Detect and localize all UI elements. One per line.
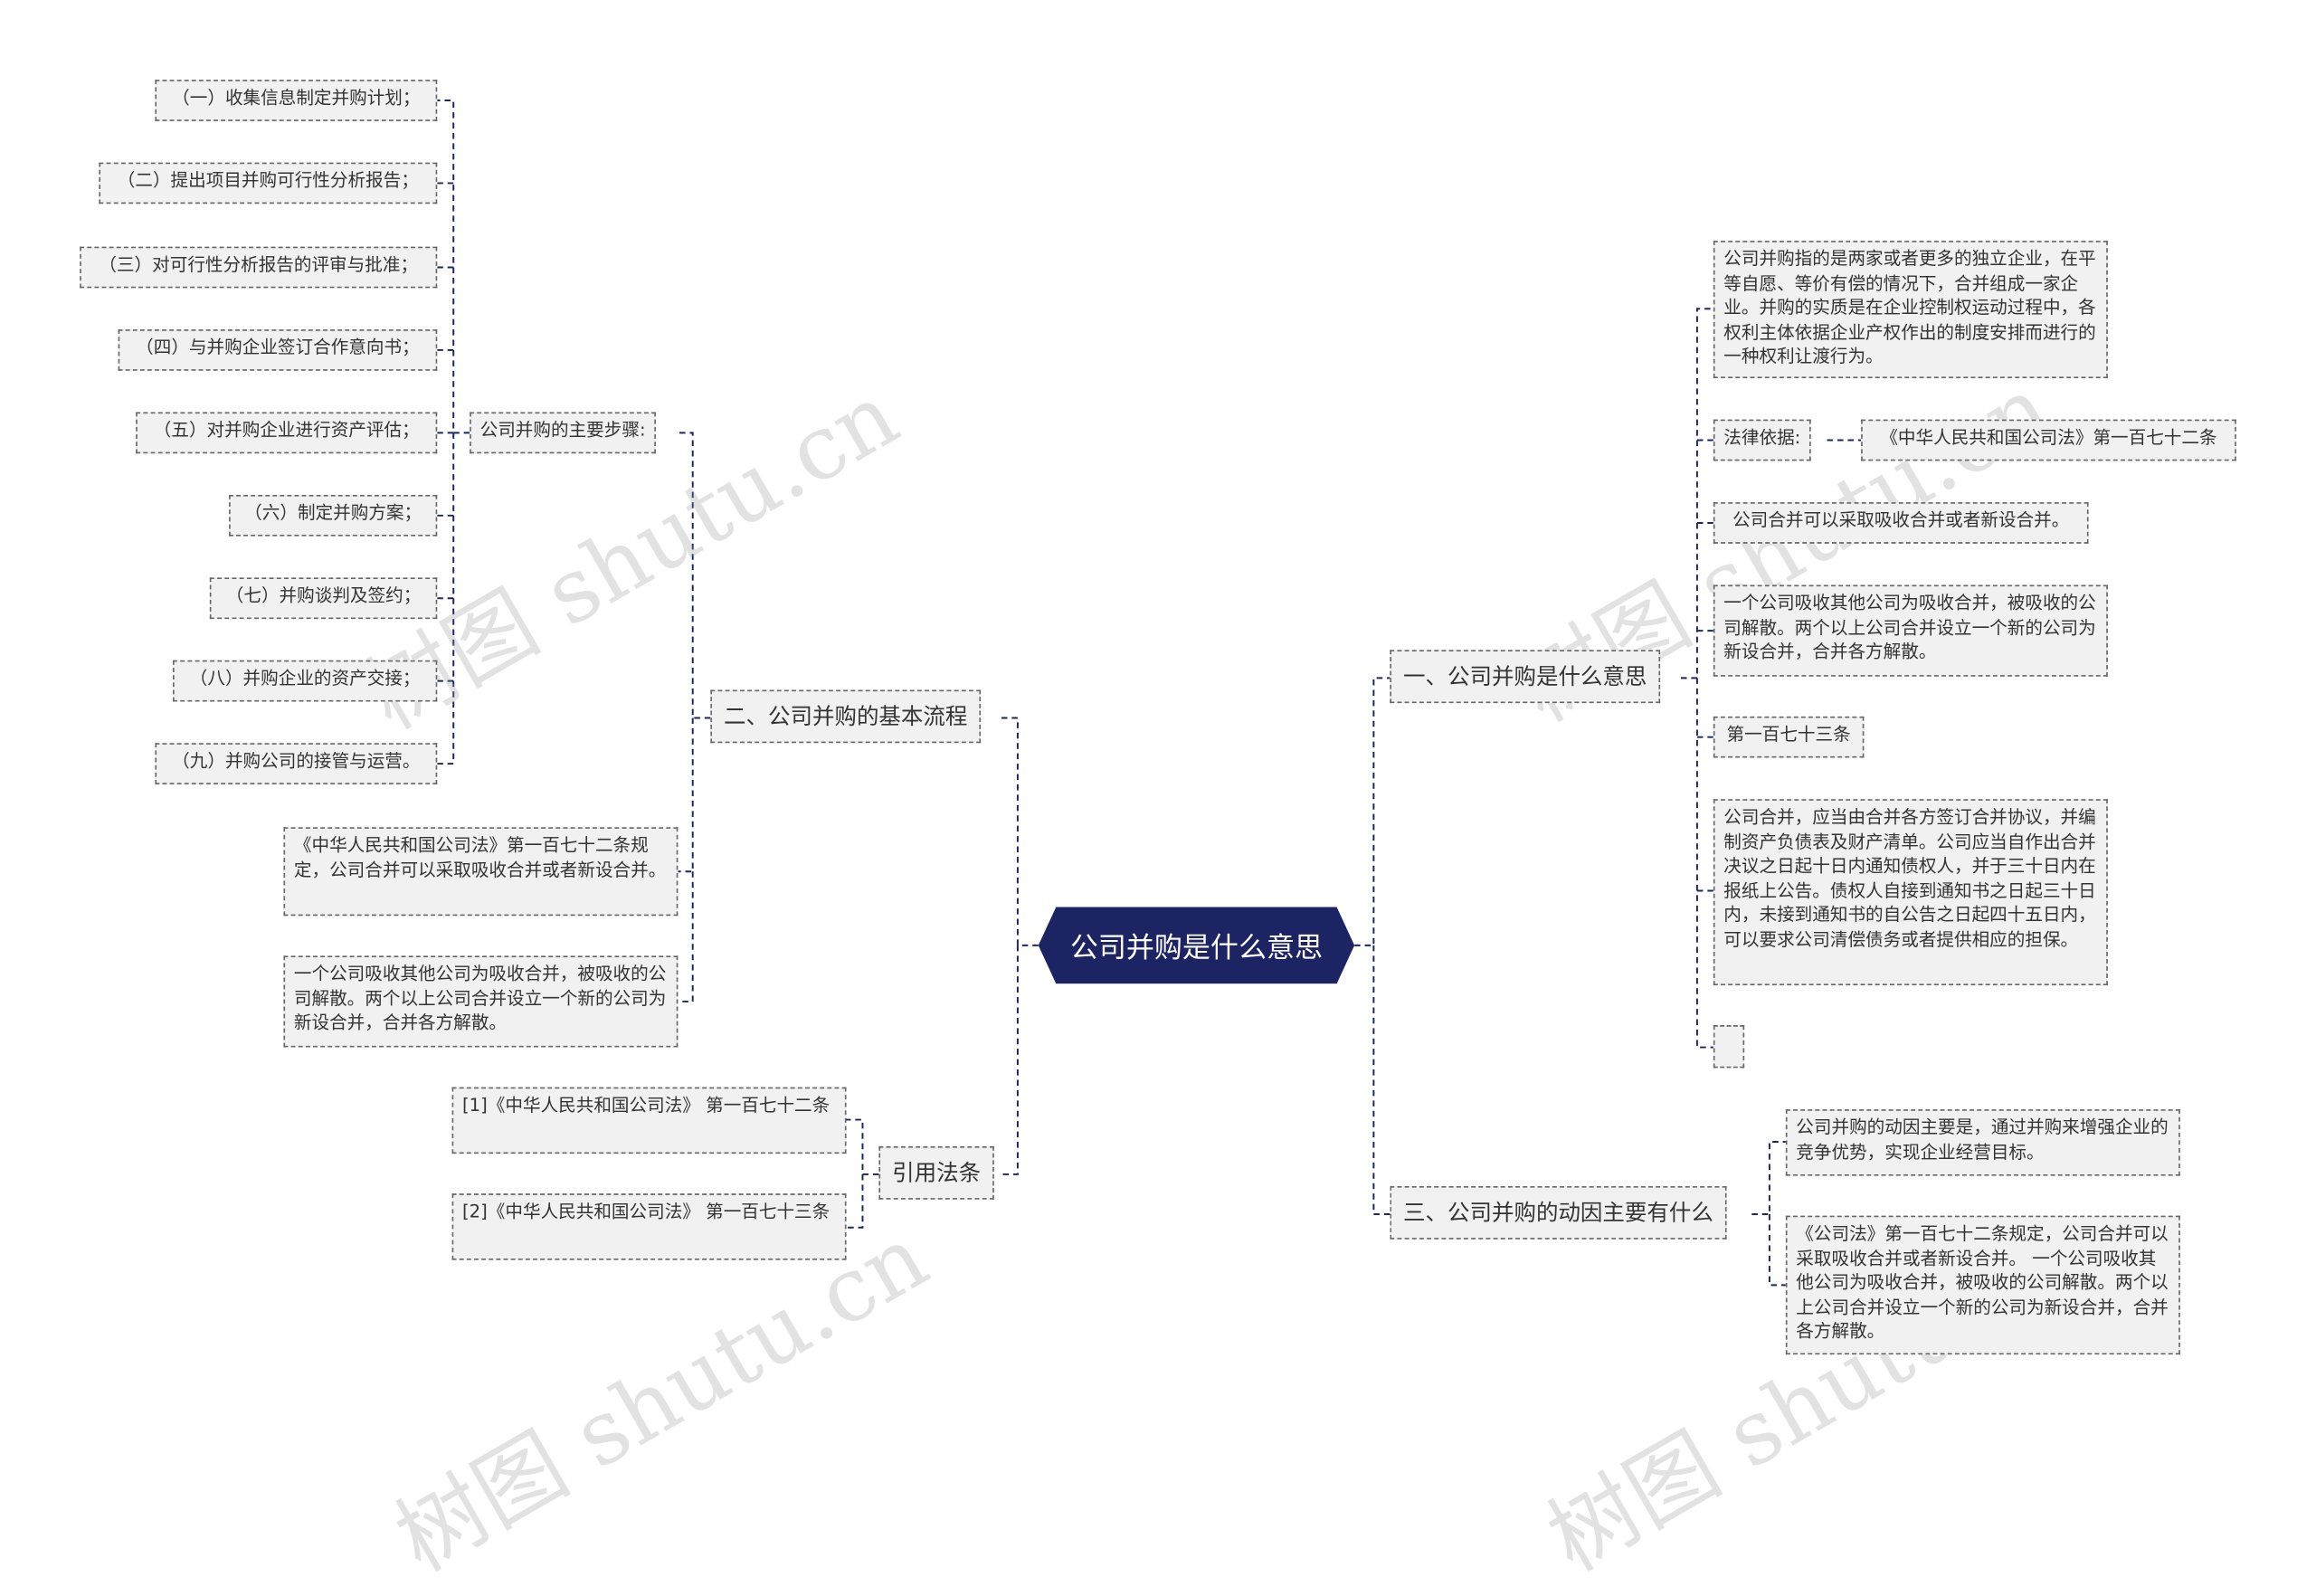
legal-basis-label-node[interactable]: 法律依据: (1713, 419, 1811, 461)
branch-citations[interactable]: 引用法条 (878, 1145, 994, 1200)
merge-desc-node[interactable]: 一个公司吸收其他公司为吸收合并，被吸收的公司解散。两个以上公司合并设立一个新的公… (1713, 584, 2108, 677)
connector-process-merge (678, 871, 694, 1002)
connector-steps-top (437, 100, 470, 434)
process-law-note[interactable]: 《中华人民共和国公司法》第一百七十二条规定，公司合并可以采取吸收合并或者新设合并… (283, 827, 679, 917)
connector-steps-bottom (437, 432, 455, 765)
branch-meaning[interactable]: 一、公司并购是什么意思 (1390, 650, 1661, 704)
step-node-5[interactable]: （五）对并购企业进行资产评估； (136, 412, 438, 454)
step-node-2[interactable]: （二）提出项目并购可行性分析报告； (99, 162, 438, 204)
connector-process-law (678, 717, 694, 873)
legal-basis-node[interactable]: 《中华人民共和国公司法》第一百七十二条 (1861, 419, 2236, 461)
process-merge-note[interactable]: 一个公司吸收其他公司为吸收合并，被吸收的公司解散。两个以上公司合并设立一个新的公… (283, 955, 679, 1048)
connector-lines (437, 100, 1862, 1287)
definition-node[interactable]: 公司并购指的是两家或者更多的独立企业，在平等自愿、等价有偿的情况下，合并组成一家… (1713, 241, 2108, 378)
citation-node-2[interactable]: [2]《中华人民共和国公司法》 第一百七十三条 (451, 1193, 847, 1260)
article-173-node[interactable]: 第一百七十三条 (1713, 716, 1865, 758)
connector-meaning-top (1680, 308, 1713, 679)
root-node[interactable]: 公司并购是什么意思 (1039, 907, 1354, 983)
branch-process[interactable]: 二、公司并购的基本流程 (710, 689, 982, 744)
connector-steps-ticks (437, 182, 454, 682)
branch-motive[interactable]: 三、公司并购的动因主要有什么 (1390, 1186, 1727, 1240)
article-173-text-node[interactable]: 公司合并，应当由合并各方签订合并协议，并编制资产负债表及财产清单。公司应当自作出… (1713, 799, 2108, 985)
steps-label-node[interactable]: 公司并购的主要步骤: (470, 412, 656, 454)
step-node-6[interactable]: （六）制定并购方案； (229, 494, 438, 537)
citation-node-1[interactable]: [1]《中华人民共和国公司法》 第一百七十二条 (451, 1087, 847, 1154)
root-label: 公司并购是什么意思 (1069, 931, 1324, 964)
connector-meaning-bottom (1695, 678, 1713, 1049)
step-node-1[interactable]: （一）收集信息制定并购计划； (155, 80, 438, 121)
empty-node[interactable] (1713, 1025, 1745, 1069)
connector-citation-1 (846, 1118, 879, 1175)
step-node-7[interactable]: （七）并购谈判及签约； (209, 577, 438, 620)
step-node-4[interactable]: （四）与并购企业签订合作意向书； (118, 329, 438, 371)
connector-motive-law (1768, 1214, 1786, 1287)
connector-process-steps (678, 432, 711, 719)
connector-root-process (1000, 717, 1039, 946)
connector-citation-2 (846, 1173, 864, 1229)
connector-motive-reason (1751, 1141, 1786, 1216)
step-node-9[interactable]: （九）并购公司的接管与运营。 (155, 743, 438, 784)
step-node-8[interactable]: （八）并购企业的资产交接； (173, 660, 438, 702)
connector-root-motive (1372, 945, 1391, 1216)
step-node-3[interactable]: （三）对可行性分析报告的评审与批准； (80, 246, 438, 289)
connector-root-meaning (1354, 677, 1391, 946)
motive-law-node[interactable]: 《公司法》第一百七十二条规定，公司合并可以采取吸收合并或者新设合并。 一个公司吸… (1785, 1215, 2180, 1355)
connector-meaning-ticks (1696, 439, 1713, 892)
merge-types-node[interactable]: 公司合并可以采取吸收合并或者新设合并。 (1713, 502, 2089, 544)
connector-root-citations (1000, 945, 1019, 1175)
motive-reason-node[interactable]: 公司并购的动因主要是，通过并购来增强企业的竞争优势，实现企业经营目标。 (1785, 1109, 2180, 1176)
mind-map-canvas: 树图 shutu.cn 树图 shutu.cn 树图 shutu.cn 树图 s… (80, 80, 2236, 1592)
